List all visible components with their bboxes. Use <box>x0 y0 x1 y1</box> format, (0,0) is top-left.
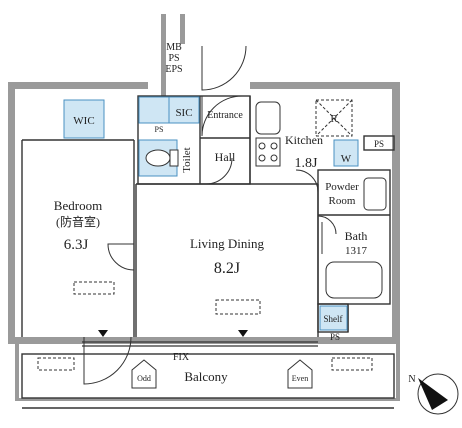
toilet-label: Toilet <box>181 147 193 173</box>
kitchen-label: Kitchen <box>285 133 323 147</box>
hall-label: Hall <box>215 150 236 164</box>
bedroom-label: Bedroom <box>54 198 102 213</box>
wic-label: WIC <box>73 115 94 127</box>
eps-label: EPS <box>165 64 182 75</box>
outer-walls <box>8 14 400 401</box>
even-label: Even <box>292 374 308 383</box>
odd-even-marks <box>131 359 313 389</box>
ps-small-label: PS <box>155 125 164 134</box>
toilet-fixture <box>145 149 179 167</box>
doors <box>83 45 337 385</box>
markers <box>98 330 248 337</box>
entrance-label: Entrance <box>207 110 243 121</box>
mb-label: MB <box>166 42 182 53</box>
north-label: N <box>408 374 415 385</box>
balcony-label: Balcony <box>184 369 228 384</box>
bath-size: 1317 <box>345 245 368 257</box>
window-marks <box>37 281 373 371</box>
interior-walls <box>21 95 395 409</box>
kitchen-size: 1.8J <box>295 156 319 171</box>
odd-label: Odd <box>137 374 151 383</box>
powder-label-2: Room <box>329 195 356 207</box>
living-label: Living Dining <box>190 236 265 251</box>
storage-areas <box>63 96 359 331</box>
shelf-label: Shelf <box>324 314 343 324</box>
compass-icon <box>417 373 459 415</box>
fix-label: FIX <box>173 352 190 363</box>
kitchen-fixtures <box>255 99 353 167</box>
sic-label: SIC <box>175 107 192 119</box>
ps-bottom-label: PS <box>330 332 340 342</box>
bath-fixtures <box>321 177 387 299</box>
bedroom-size: 6.3J <box>64 237 89 253</box>
living-size: 8.2J <box>214 260 240 277</box>
washer-label: W <box>341 153 352 165</box>
bath-label: Bath <box>345 229 368 243</box>
labels: MB PS EPS WIC SIC Entrance PS Toilet Hal… <box>54 42 416 385</box>
bedroom-note: (防音室) <box>56 214 100 229</box>
refrigerator-label: R <box>330 113 338 125</box>
powder-label-1: Powder <box>325 181 359 193</box>
sash-line <box>82 341 318 347</box>
ps-label: PS <box>168 53 179 64</box>
ps-right-label: PS <box>374 139 384 149</box>
